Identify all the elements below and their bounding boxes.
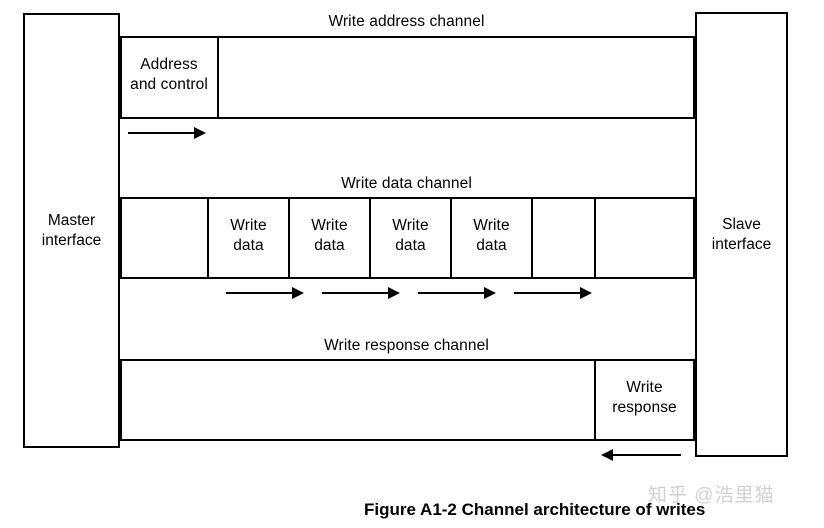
arrow-head: [580, 287, 592, 299]
write-data-divider-5: [531, 197, 533, 279]
write-address-channel-bottom-rule: [120, 117, 695, 119]
arrow-head: [484, 287, 496, 299]
write-data-channel-top-rule: [120, 197, 695, 199]
arrow-head: [388, 287, 400, 299]
write-data-row-right-edge: [693, 197, 695, 279]
write-response-cell-left-divider: [594, 359, 596, 441]
arrow-shaft: [128, 132, 195, 134]
write-address-channel-title: Write address channel: [328, 13, 485, 30]
address-cell-left-divider: [120, 36, 122, 119]
write-response-row-right-edge: [693, 359, 695, 441]
write-data-cell-3: Write data: [392, 217, 429, 254]
write-data-cell-1: Write data: [230, 217, 267, 254]
arrow-shaft: [612, 454, 681, 456]
write-response-channel-top-rule: [120, 359, 695, 361]
write-data-divider-2: [288, 197, 290, 279]
master-interface-label: Master interface: [41, 211, 102, 249]
address-cell-right-divider: [217, 36, 219, 119]
arrow-head: [601, 449, 613, 461]
arrow-shaft: [514, 292, 581, 294]
write-data-arrow-3: [418, 287, 496, 299]
write-response-row-left-edge: [120, 359, 122, 441]
write-response-channel-bottom-rule: [120, 439, 695, 441]
write-data-divider-1: [207, 197, 209, 279]
figure-caption: Figure A1-2 Channel architecture of writ…: [364, 500, 706, 519]
arrow-head: [292, 287, 304, 299]
write-data-channel-title: Write data channel: [341, 175, 472, 192]
write-data-channel-bottom-rule: [120, 277, 695, 279]
write-address-channel-arrow: [128, 127, 206, 139]
arrow-shaft: [226, 292, 293, 294]
arrow-head: [194, 127, 206, 139]
write-data-divider-3: [369, 197, 371, 279]
write-data-row-left-edge: [120, 197, 122, 279]
master-interface-box: Master interface: [23, 13, 120, 448]
write-address-channel-right-edge: [693, 36, 695, 119]
write-data-arrow-2: [322, 287, 400, 299]
write-address-channel-top-rule: [120, 36, 695, 38]
address-and-control-cell: Address and control: [130, 56, 208, 93]
write-data-divider-4: [450, 197, 452, 279]
slave-interface-box: Slave interface: [695, 12, 788, 457]
arrow-shaft: [322, 292, 389, 294]
arrow-shaft: [418, 292, 485, 294]
write-response-channel-title: Write response channel: [324, 337, 489, 354]
write-data-divider-6: [594, 197, 596, 279]
slave-interface-label: Slave interface: [711, 215, 772, 253]
write-data-arrow-1: [226, 287, 304, 299]
write-data-arrow-4: [514, 287, 592, 299]
write-data-cell-4: Write data: [473, 217, 510, 254]
write-response-cell: Write response: [612, 379, 677, 416]
write-response-channel-arrow: [601, 449, 681, 461]
write-data-cell-2: Write data: [311, 217, 348, 254]
watermark-text: 知乎 @浩里猫: [648, 485, 775, 506]
